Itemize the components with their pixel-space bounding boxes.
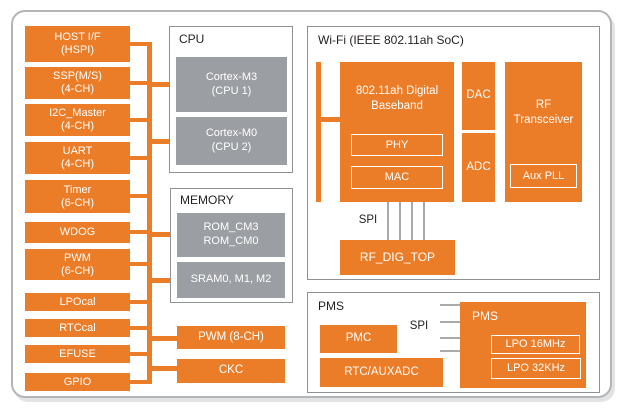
spi-line: [423, 202, 425, 240]
bus-stub: [130, 42, 148, 46]
bus-stub: [152, 139, 178, 144]
block-pmc: PMC: [320, 325, 397, 353]
block-pwm-8ch: PWM (8-CH): [177, 326, 285, 349]
block-pms: PMS LPO 16MHz LPO 32KHz: [460, 302, 586, 388]
bus-stub: [152, 232, 179, 237]
bus-stub: [130, 262, 148, 266]
bus-stub: [130, 156, 148, 160]
block-cortex-m3: Cortex-M3 (CPU 1): [176, 57, 287, 112]
bus-stub: [130, 230, 148, 234]
spi-line: [440, 321, 460, 323]
block-wdog: WDOG: [25, 222, 130, 243]
block-digital-baseband: 802.11ah Digital Baseband PHY MAC: [340, 62, 454, 202]
bus-stub: [130, 194, 148, 198]
pms-box-title: PMS: [318, 299, 345, 313]
bus-stub: [130, 81, 148, 85]
block-lpocal: LPOcal: [25, 293, 130, 311]
block-uart: UART (4-CH): [25, 142, 130, 174]
pms-block-label: PMS: [472, 309, 499, 323]
block-lpo-32khz: LPO 32KHz: [491, 358, 581, 379]
bus-stub: [321, 117, 340, 122]
bus-stub: [130, 352, 148, 356]
bus-stub: [130, 300, 148, 304]
block-rf-dig-top: RF_DIG_TOP: [340, 240, 455, 275]
bus-stub: [152, 336, 179, 341]
rf-transceiver-label: RF Transceiver: [513, 99, 574, 126]
block-ckc: CKC: [177, 359, 285, 383]
spi-line: [399, 202, 401, 240]
spi-line: [440, 350, 460, 352]
bus-stub: [130, 118, 148, 122]
block-host-if: HOST I/F (HSPI): [25, 26, 130, 62]
baseband-label: 802.11ah Digital Baseband: [355, 85, 439, 112]
wifi-spi-label: SPI: [358, 214, 378, 226]
block-pwm-6ch: PWM (6-CH): [25, 249, 130, 280]
block-lpo-16mhz: LPO 16MHz: [491, 335, 580, 354]
bus-stub: [130, 380, 148, 384]
wifi-bus-bar: [316, 62, 321, 202]
block-i2c-master: I2C_Master (4-CH): [25, 104, 130, 136]
block-rtccal: RTCcal: [25, 319, 130, 337]
bus-stub: [130, 326, 148, 330]
memory-box-title: MEMORY: [180, 193, 234, 207]
block-timer: Timer (6-CH): [25, 180, 130, 213]
wifi-box-title: Wi-Fi (IEEE 802.11ah SoC): [318, 33, 464, 47]
block-efuse: EFUSE: [25, 345, 130, 363]
block-rom: ROM_CM3 ROM_CM0: [177, 213, 285, 257]
block-phy: PHY: [351, 134, 443, 156]
spi-line: [411, 202, 413, 240]
block-cortex-m0: Cortex-M0 (CPU 2): [176, 117, 287, 165]
block-sram: SRAM0, M1, M2: [177, 262, 285, 298]
spi-line: [440, 337, 460, 339]
spi-line: [387, 202, 389, 240]
bus-stub: [152, 278, 179, 283]
pms-spi-label: SPI: [409, 320, 429, 332]
block-rf-transceiver: RF Transceiver Aux PLL: [505, 62, 582, 202]
block-dac: DAC: [462, 62, 495, 130]
peripheral-bus-line: [147, 42, 152, 384]
block-rtc-auxadc: RTC/AUXADC: [320, 358, 443, 387]
cpu-box-title: CPU: [179, 32, 205, 46]
block-mac: MAC: [351, 166, 443, 189]
block-gpio: GPIO: [25, 373, 130, 391]
bus-stub: [152, 82, 178, 87]
bus-stub: [152, 366, 179, 371]
block-aux-pll: Aux PLL: [510, 164, 577, 188]
spi-line: [440, 304, 460, 306]
block-ssp: SSP(M/S) (4-CH): [25, 67, 130, 99]
block-adc: ADC: [462, 133, 495, 202]
